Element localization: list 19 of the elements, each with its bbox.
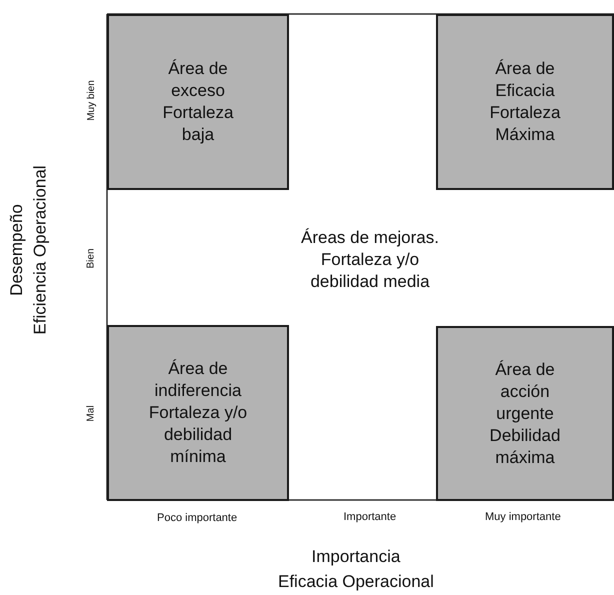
area-label: Área de Eficacia Fortaleza Máxima	[488, 58, 562, 146]
axis-title: Desempeño	[6, 204, 27, 296]
area-label: Áreas de mejoras. Fortaleza y/o debilidad media	[300, 227, 440, 293]
axis-tick-label: Importante	[344, 511, 396, 523]
quadrant-box	[107, 325, 289, 501]
area-label: Área de exceso Fortaleza baja	[162, 58, 234, 146]
axis-tick-label: Muy importante	[485, 511, 561, 523]
quadrant-box	[107, 14, 289, 190]
axis-title: Eficacia Operacional	[278, 572, 434, 592]
area-label: Área de acción urgente Debilidad máxima	[488, 358, 562, 468]
axis-tick-label: Muy bien	[85, 80, 96, 120]
axis-title: Importancia	[312, 547, 400, 567]
axis-tick-label: Bien	[86, 248, 96, 268]
axis-tick-label: Mal	[86, 404, 97, 422]
axis-title: Eficiencia Operacional	[30, 165, 50, 335]
quadrant-box	[436, 326, 614, 501]
axis-tick-label: Poco importante	[157, 512, 238, 524]
area-label: Área de indiferencia Fortaleza y/o debilidad mínima	[148, 358, 248, 468]
quadrant-box	[436, 14, 614, 190]
